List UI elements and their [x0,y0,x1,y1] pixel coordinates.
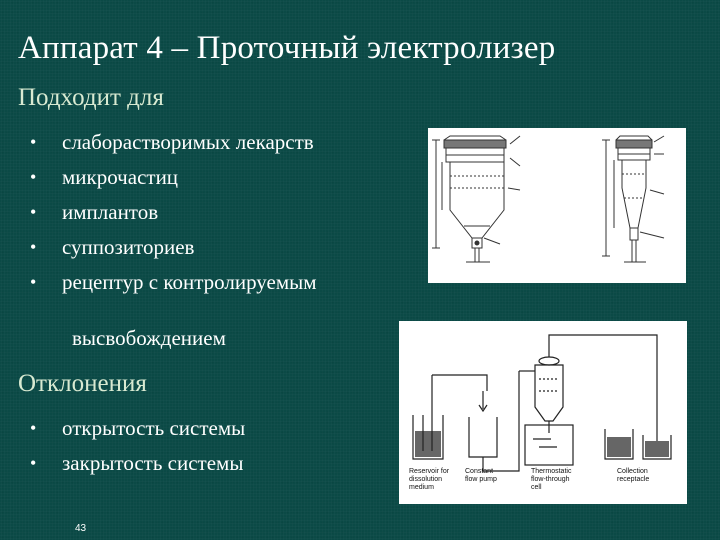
bullet-icon: • [30,237,37,257]
deviations-heading: Отклонения [18,370,147,397]
bullet-icon: • [30,202,37,222]
suitable-heading: Подходит для [18,84,164,111]
flow-cell [519,345,574,466]
apparatus-schematic: Reservoir for dissolution medium Constan… [399,321,687,504]
list-item: • рецептур с контролируемым [26,265,317,300]
bullet-icon: • [30,132,37,152]
pump-label-line: Constant [465,468,493,475]
list-item-text: суппозиториев [62,235,195,259]
list-item: • имплантов [26,195,317,230]
reservoir-vessel [412,375,444,460]
list-item: • закрытость системы [26,446,245,481]
list-item-continuation: высвобождением [72,326,226,350]
small-cell-drawing [602,135,665,263]
list-item-text: микрочастиц [62,165,179,189]
page-number: 43 [75,523,87,534]
reservoir-label-line: Reservoir for [409,468,450,475]
cell-label-line: Thermostatic [531,468,572,475]
reservoir-label-line: medium [409,484,434,491]
deviations-list: • открытость системы • закрытость системы [26,411,245,481]
bullet-icon: • [30,272,37,292]
receptacle-label-line: Collection [617,468,648,475]
cell-label-line: flow-through [531,476,570,483]
list-item-text: рецептур с контролируемым [62,270,317,294]
collection-vessel [642,435,672,460]
list-item-text: слаборастворимых лекарств [62,130,314,154]
suitable-list: •слаборастворимых лекарств •микрочастиц … [26,125,317,300]
pump-label-line: flow pump [465,476,497,483]
bullet-icon: • [30,167,37,187]
slide-title: Аппарат 4 – Проточный электролизер [18,30,556,66]
list-item-text: закрытость системы [62,451,244,475]
bullet-icon: • [30,453,37,473]
list-item: • суппозиториев [26,230,317,265]
pump-unit [468,391,498,458]
cell-label-line: cell [531,484,542,491]
list-item: • микрочастиц [26,160,317,195]
reservoir-label-line: dissolution [409,476,442,483]
list-item: • слаборастворимых лекарств [26,125,317,160]
bullet-icon: • [30,418,37,438]
collection-vessel [604,429,634,460]
large-cell-drawing [432,135,521,263]
list-item-text: имплантов [62,200,159,224]
flow-cell-drawing [428,128,686,283]
list-item: • открытость системы [26,411,245,446]
list-item-text: открытость системы [62,416,246,440]
receptacle-label-line: receptacle [617,476,649,483]
